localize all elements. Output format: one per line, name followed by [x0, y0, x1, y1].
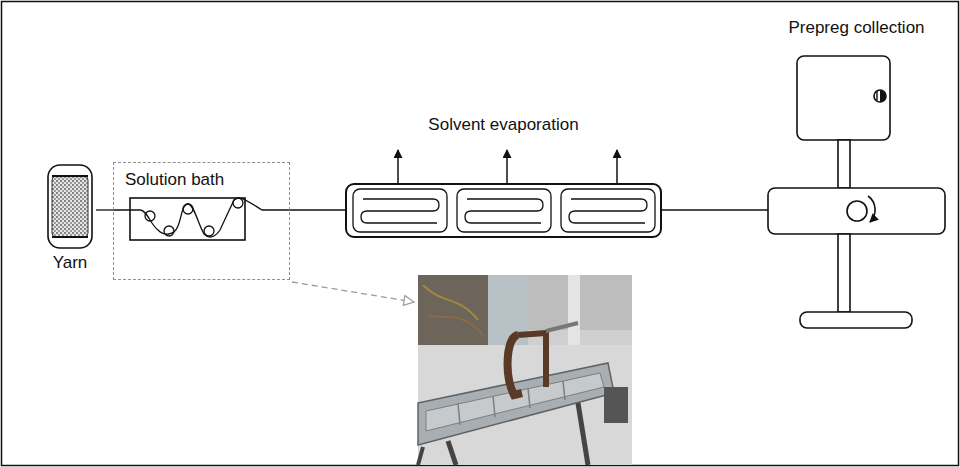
- drawing-line: [52, 236, 88, 238]
- drawing-rect: [800, 312, 912, 328]
- drawing-line: [578, 403, 588, 465]
- drawing-rect: [838, 140, 850, 188]
- drawing-line: [546, 323, 578, 331]
- node-label: Prepreg collection: [788, 18, 924, 38]
- drawing-rect: [768, 188, 945, 234]
- drawing-path: [113, 198, 290, 237]
- prepreg-winder: Prepreg collection: [768, 18, 945, 332]
- drawing-rect: [418, 275, 488, 345]
- drawing-path: [508, 335, 522, 395]
- drawing-path: [569, 199, 647, 223]
- photo-pointer: [292, 282, 414, 302]
- drawing-line: [418, 447, 423, 465]
- drawing-path: [423, 285, 478, 320]
- drawing-rect: [418, 275, 632, 465]
- drawing-circle: [874, 90, 886, 102]
- vapour-arrows: [398, 150, 617, 183]
- drawing-path: [880, 90, 886, 102]
- drawing-path: [361, 199, 439, 223]
- drawing-line: [448, 441, 456, 465]
- drawing-circle: [847, 201, 867, 221]
- drawing-rect: [418, 345, 632, 465]
- winder-tower: [768, 56, 945, 328]
- node-label: Yarn: [53, 253, 88, 273]
- yarn-path: [96, 209, 113, 210]
- node-label: Solution bath: [125, 170, 224, 190]
- bath-photo: [418, 275, 632, 465]
- drawing-rect: [838, 234, 850, 312]
- drawing-line: [397, 150, 399, 183]
- drawing-rect: [48, 165, 92, 248]
- drawing-path: [465, 199, 543, 223]
- drawing-line: [876, 91, 877, 101]
- drawing-rect: [797, 56, 890, 140]
- drawing-line: [52, 175, 88, 177]
- drawing-rect: [604, 387, 628, 423]
- drawing-rect: [457, 189, 551, 232]
- drawing-rect: [52, 176, 88, 237]
- drawing-path: [868, 196, 875, 222]
- drawing-line: [458, 403, 460, 425]
- drawing-line: [563, 381, 565, 400]
- drawing-line: [528, 388, 530, 408]
- drawing-line: [616, 150, 618, 183]
- drawing-polygon: [426, 373, 604, 431]
- yarn-path: [662, 209, 768, 210]
- yarn-path: [290, 209, 345, 210]
- oven-chambers: [353, 189, 655, 232]
- drawing-line: [506, 150, 508, 183]
- yarn-spool: [48, 165, 92, 248]
- node-label: Solvent evaporation: [428, 115, 578, 135]
- yarn-spool-node: Yarn: [44, 160, 96, 275]
- evaporation-oven: Solvent evaporation: [345, 183, 662, 238]
- drawing-line: [493, 396, 495, 417]
- drawing-path: [428, 315, 483, 335]
- drawing-rect: [353, 189, 447, 232]
- drawing-rect: [561, 189, 655, 232]
- bath-tank: [113, 198, 290, 240]
- drawing-path: [518, 333, 546, 387]
- solution-bath-group: Solution bath: [113, 162, 290, 280]
